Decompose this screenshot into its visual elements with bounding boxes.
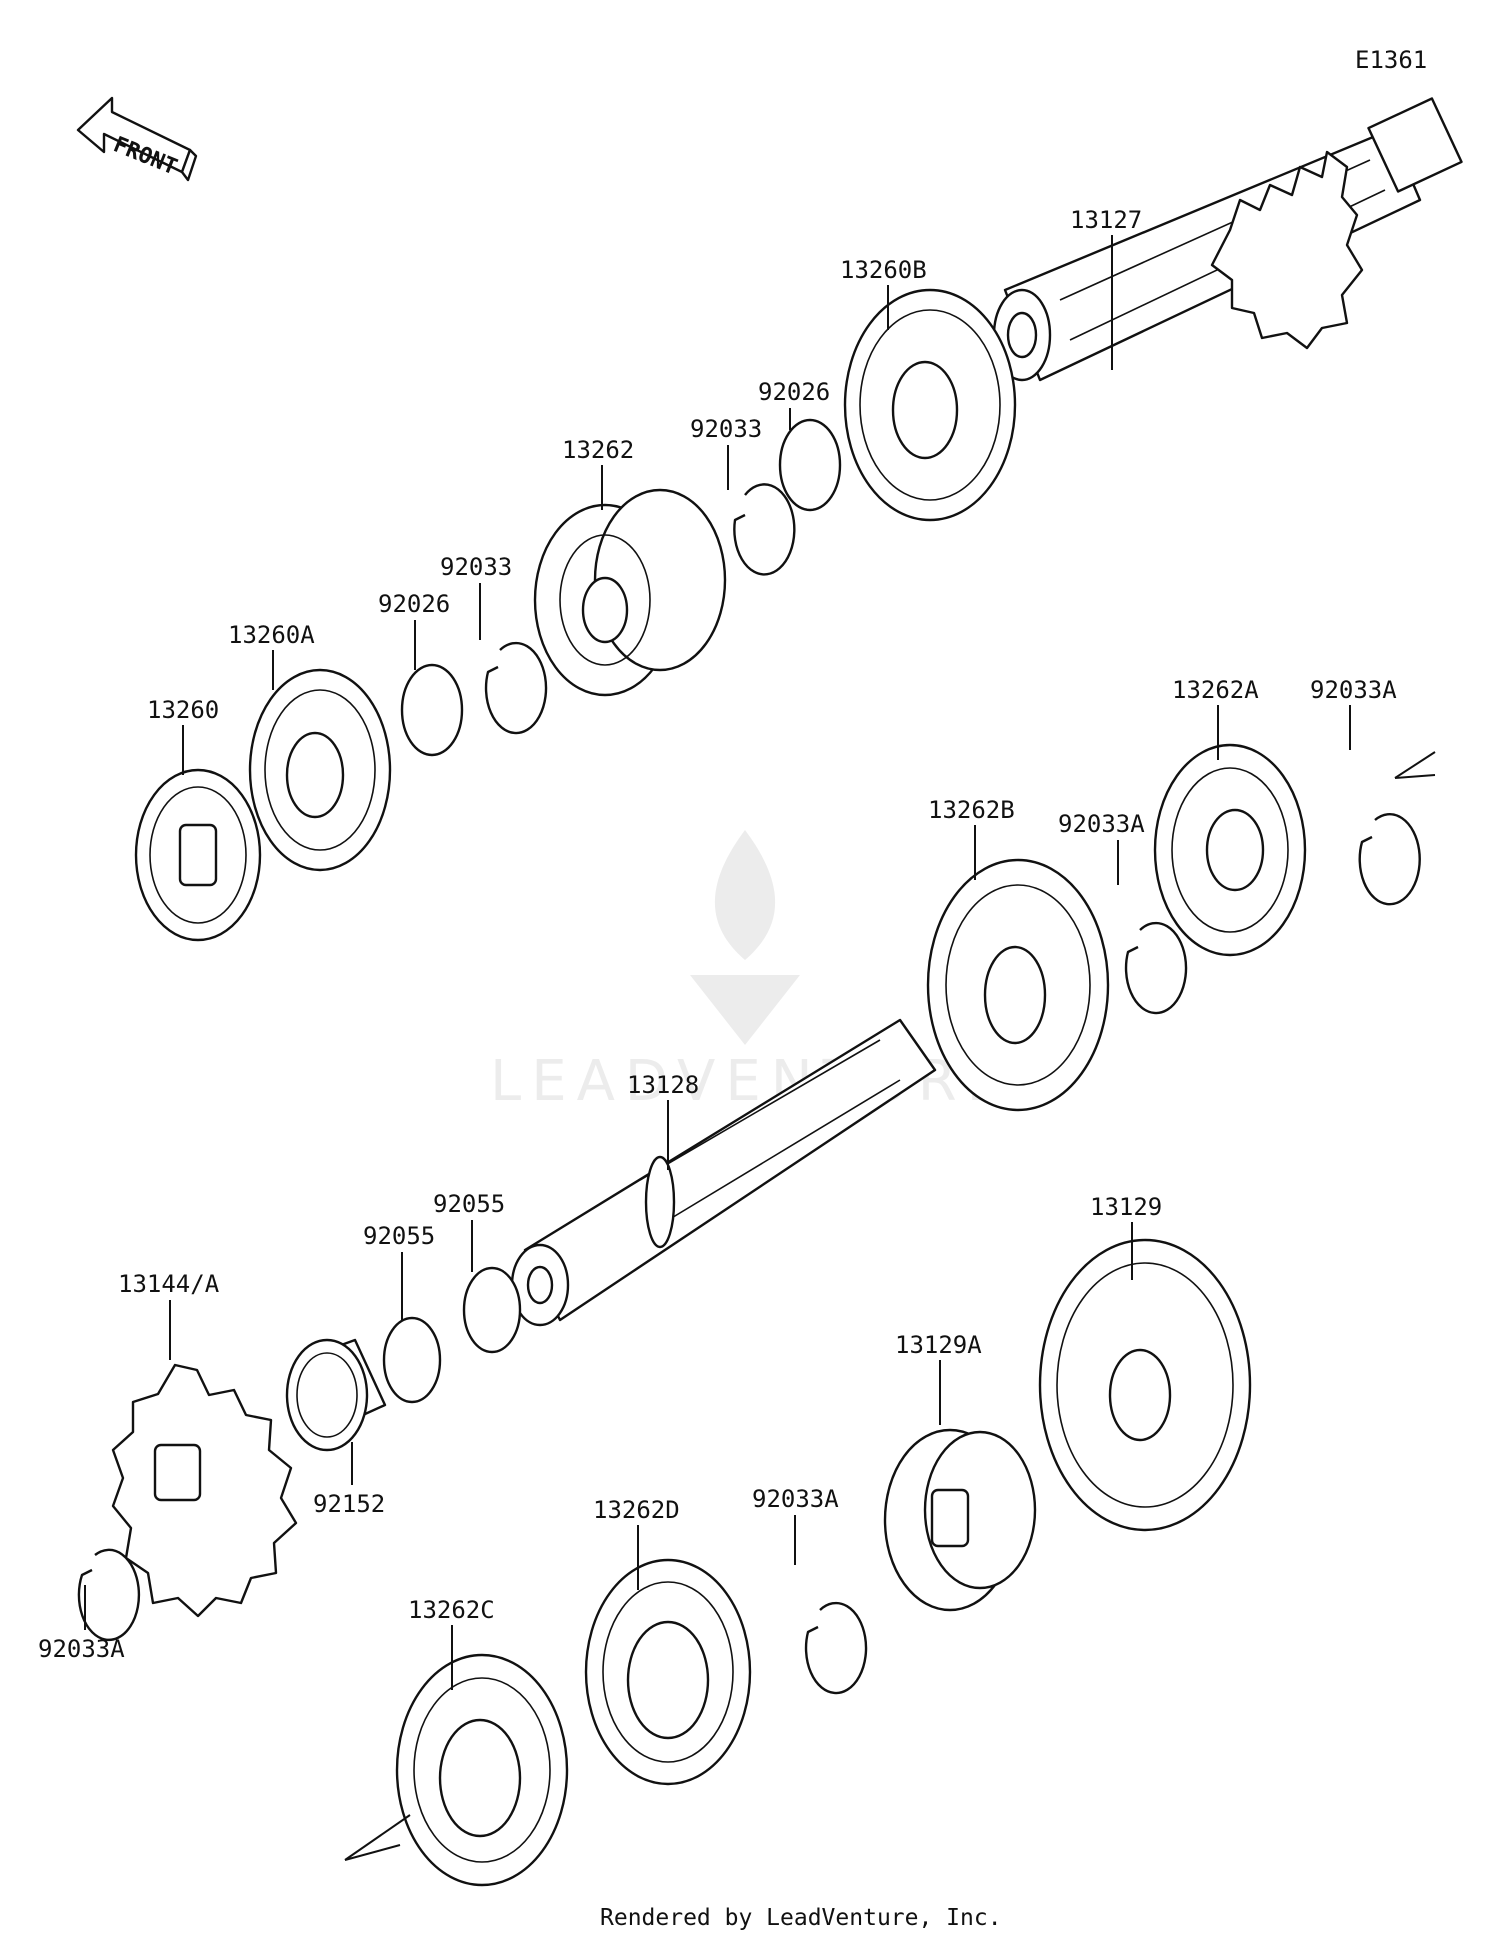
gear-13260B [843, 288, 1017, 522]
leader-arrow-left-1 [344, 1814, 411, 1861]
circlip-92033-top [733, 483, 796, 576]
shaft-13128 [510, 1018, 937, 1327]
label-13260A: 13260A [228, 621, 315, 649]
leader-arrow-right-2 [1394, 774, 1436, 779]
label-13128: 13128 [627, 1071, 699, 1099]
label-92055-b: 92055 [433, 1190, 505, 1218]
label-92026-mid: 92026 [378, 590, 450, 618]
collar-92152 [285, 1338, 387, 1452]
circlip-92033-mid [484, 641, 548, 735]
label-13262: 13262 [562, 436, 634, 464]
leader-arrow-left-2 [344, 1844, 401, 1861]
gear-13129 [1038, 1238, 1252, 1532]
gear-13260A [248, 668, 392, 872]
sprocket-13144A [111, 1363, 298, 1618]
diagram-id: E1361 [1355, 46, 1427, 74]
gear-13262A [1153, 743, 1307, 957]
circlip-92033A-left [77, 1548, 141, 1641]
washer-92026-mid [400, 663, 464, 757]
label-92033A-bottom: 92033A [752, 1485, 839, 1513]
gear-13129A [883, 1428, 1037, 1612]
label-92033-top: 92033 [690, 415, 762, 443]
label-92026-top: 92026 [758, 378, 830, 406]
label-92033A-right: 92033A [1310, 676, 1397, 704]
gear-13262 [533, 488, 727, 697]
label-13262B: 13262B [928, 796, 1015, 824]
label-13262C: 13262C [408, 1596, 495, 1624]
label-13262A: 13262A [1172, 676, 1259, 704]
watermark-text: LEADVENTURE [490, 1049, 1012, 1114]
label-92055-a: 92055 [363, 1222, 435, 1250]
label-13129: 13129 [1090, 1193, 1162, 1221]
label-13260: 13260 [147, 696, 219, 724]
label-92033A-left: 92033A [38, 1635, 125, 1663]
label-13260B: 13260B [840, 256, 927, 284]
label-13144A: 13144/A [118, 1270, 220, 1298]
label-92152: 92152 [313, 1490, 385, 1518]
front-arrow-icon: FRONT [76, 96, 198, 182]
circlip-92033A-right [1358, 813, 1421, 906]
label-92033-mid: 92033 [440, 553, 512, 581]
label-92033A-mid: 92033A [1058, 810, 1145, 838]
oring-92055-b [462, 1266, 522, 1354]
shaft-13127 [992, 97, 1463, 382]
gear-13262B [926, 858, 1110, 1112]
gear-13260 [134, 768, 262, 942]
label-13129A: 13129A [895, 1331, 982, 1359]
leader-arrow-right-1 [1394, 751, 1436, 779]
washer-92026-top [778, 418, 842, 512]
circlip-92033A-bottom [804, 1601, 868, 1695]
circlip-92033A-mid [1124, 921, 1188, 1015]
label-13262D: 13262D [593, 1496, 680, 1524]
oring-92055-a [382, 1316, 442, 1404]
gear-13262C [395, 1653, 569, 1887]
gear-13262D [584, 1558, 752, 1786]
footer-credit: Rendered by LeadVenture, Inc. [600, 1905, 1002, 1931]
label-13127: 13127 [1070, 206, 1142, 234]
